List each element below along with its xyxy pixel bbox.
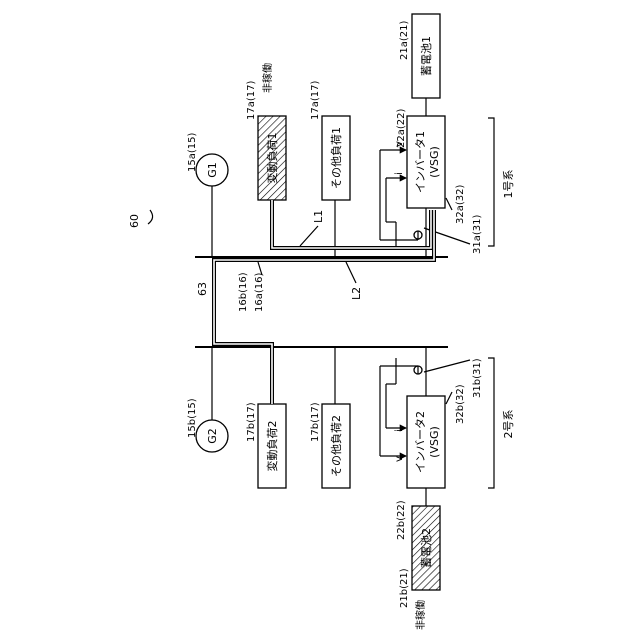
figure-number: 60 [128, 214, 141, 228]
system-1-bracket [488, 118, 494, 246]
interconnect-ref-a: 16b(16) [238, 272, 249, 312]
load-other-2-ref: 17b(17) [310, 402, 321, 442]
inverter-2-ct-ref: 31b(31) [472, 358, 483, 398]
system-2-label: 2号系 [502, 410, 515, 439]
generator-g1-ref: 15a(15) [187, 133, 198, 172]
load-other-1-ref: 17a(17) [310, 81, 321, 120]
line-l2-label: L2 [350, 287, 363, 300]
battery-1-ref: 21a(21) [399, 21, 410, 60]
battery-2-ref: 21b(21) [399, 568, 410, 608]
inverter-2-sensor-ref: 32b(32) [455, 384, 466, 424]
inverter-2-i-signal: i [394, 429, 405, 432]
svg-text:G1: G1 [206, 162, 219, 178]
load-other-2-label: その他負荷2 [330, 415, 343, 477]
battery-1-label: 蓄電池1 [420, 36, 433, 76]
bus-label: 63 [196, 282, 209, 296]
inverter-2-ref: 22b(22) [396, 500, 407, 540]
line-l1-label: L1 [312, 210, 325, 223]
svg-text:G2: G2 [206, 428, 219, 444]
inverter-1-i-signal: i [394, 172, 405, 175]
system-2-bracket [488, 358, 494, 488]
inverter-2-label: インバータ2 [414, 411, 427, 473]
inverter-1-sub: (VSG) [428, 146, 441, 178]
load-variable-1-label: 変動負荷1 [265, 133, 279, 184]
inverter-1-v-signal: v [394, 141, 405, 147]
load-variable-1-ref: 17a(17) [246, 81, 257, 120]
inverter-2-sub: (VSG) [428, 426, 441, 458]
load-variable-1-status: 非稼働 [261, 63, 274, 93]
battery-2-label: 蓄電池2 [420, 528, 433, 568]
battery-2-status: 非稼働 [414, 600, 427, 630]
generator-g2: G2 [196, 347, 228, 452]
generator-g1: G1 [196, 154, 228, 257]
load-other-1-label: その他負荷1 [330, 127, 343, 189]
inverter-1-ct-ref: 31a(31) [472, 215, 483, 254]
load-variable-2-label: 変動負荷2 [265, 421, 279, 472]
system-1-label: 1号系 [502, 170, 515, 199]
interconnect-ref-b: 16a(16) [254, 273, 265, 312]
inverter-1-sensor-ref: 32a(32) [455, 185, 466, 224]
inverter-1-label: インバータ1 [414, 131, 427, 193]
load-variable-2-ref: 17b(17) [246, 402, 257, 442]
generator-g2-ref: 15b(15) [187, 398, 198, 438]
inverter-2-v-signal: v [394, 456, 405, 462]
